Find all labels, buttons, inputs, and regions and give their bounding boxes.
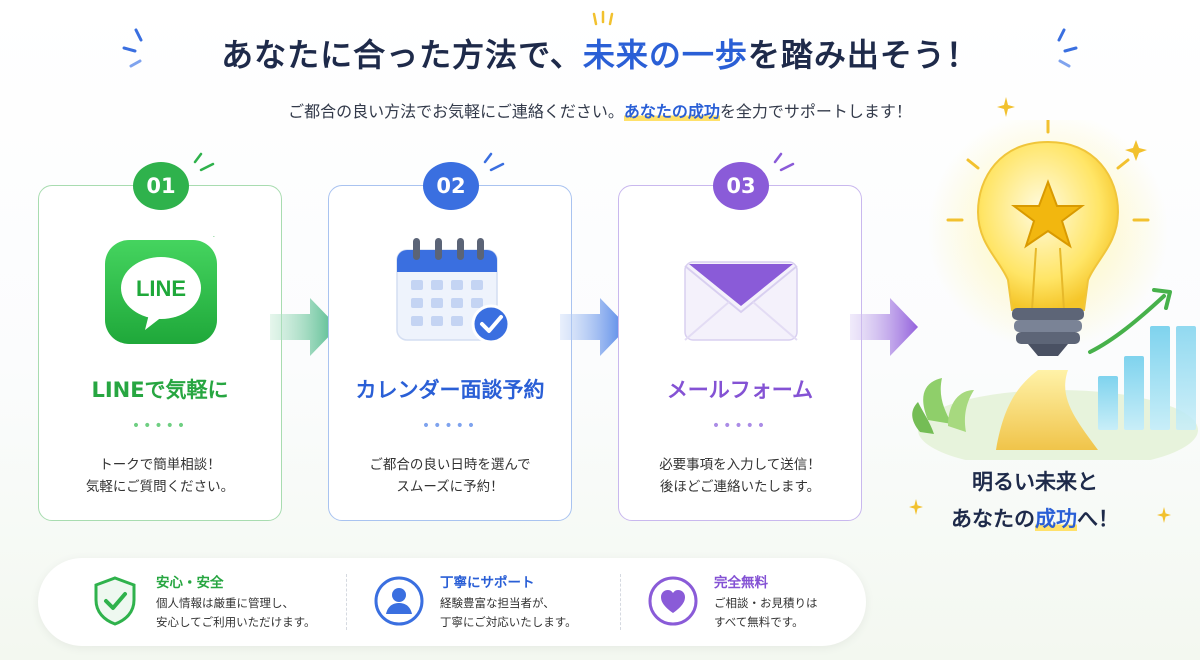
shield-check-icon <box>94 576 136 626</box>
desc-line: ご都合の良い日時を選んで <box>369 457 531 473</box>
step-number-badge: 01 <box>133 162 189 210</box>
feature-description: ご相談・お見積りは すべて無料です。 <box>714 594 818 632</box>
subtitle-text: ご都合の良い方法でお気軽にご連絡ください。 <box>288 102 624 121</box>
sparkle-icon <box>909 499 923 515</box>
step-description: 必要事項を入力して送信！ 後ほどご連絡いたします。 <box>619 454 861 498</box>
sparkle-icon <box>997 97 1015 117</box>
divider <box>620 574 621 630</box>
line-chat-icon[interactable]: LINE <box>101 236 221 348</box>
subtitle-text-end: を全力でサポートします！ <box>719 102 912 121</box>
heart-icon <box>648 576 698 626</box>
goal-highlight: 成功 <box>1035 507 1077 531</box>
sparkle-lines-icon <box>483 152 505 172</box>
feature-title: 完全無料 <box>714 575 768 591</box>
step-description: トークで簡単相談！ 気軽にご質問ください。 <box>39 454 281 498</box>
title-text: あなたに合った方法で、 <box>221 36 583 74</box>
step-title: メールフォーム <box>666 378 814 402</box>
goal-text-end: へ！ <box>1077 507 1119 531</box>
step-title: LINEで気軽に <box>91 378 229 402</box>
desc-line: 経験豊富な担当者が、 <box>440 596 555 610</box>
title-highlight: 未来の一歩 <box>582 36 748 74</box>
step-card-line[interactable]: 01 LINE LINEで気軽に ••••• トークで簡単相談！ 気軽にご質問く… <box>38 152 282 521</box>
feature-title: 安心・安全 <box>156 575 224 591</box>
step-description: ご都合の良い日時を選んで スムーズに予約！ <box>329 454 571 498</box>
desc-line: 丁寧にご対応いたします。 <box>440 615 577 629</box>
step-title: カレンダー面談予約 <box>355 378 545 402</box>
assurance-bar: 安心・安全 個人情報は厳重に管理し、 安心してご利用いただけます。 丁寧にサポー… <box>38 558 866 646</box>
page-subtitle: ご都合の良い方法でお気軽にご連絡ください。あなたの成功を全力でサポートします！ <box>0 98 1200 122</box>
desc-line: ご相談・お見積りは <box>714 596 818 610</box>
desc-line: 安心してご利用いただけます。 <box>156 615 316 629</box>
goal-text: あなたの <box>951 507 1035 531</box>
goal-line: あなたの成功へ！ <box>930 501 1140 538</box>
person-icon <box>374 576 424 626</box>
sparkle-lines-icon <box>193 152 215 172</box>
desc-line: 気軽にご質問ください。 <box>85 479 235 495</box>
goal-line: 明るい未来と <box>972 470 1098 494</box>
title-text-end: を踏み出そう！ <box>747 36 979 74</box>
desc-line: 個人情報は厳重に管理し、 <box>156 596 294 610</box>
sparkle-icon <box>1157 507 1171 523</box>
desc-line: 必要事項を入力して送信！ <box>659 457 821 473</box>
flow-arrow-icon <box>270 298 338 356</box>
subtitle-highlight: あなたの成功 <box>623 102 720 121</box>
sparkle-lines-icon <box>773 152 795 172</box>
line-logo-text: LINE <box>136 276 186 301</box>
flow-arrow-icon <box>560 298 628 356</box>
feature-description: 経験豊富な担当者が、 丁寧にご対応いたします。 <box>440 594 577 632</box>
sparkle-icon <box>592 10 614 26</box>
sparkle-lines-icon <box>122 28 143 68</box>
step-number-badge: 02 <box>423 162 479 210</box>
lightbulb-star-icon <box>912 120 1198 460</box>
step-card-calendar[interactable]: 02 カレンダー面談予約 ••••• ご都合の良い日時を選んで スムーズに予約！ <box>328 152 572 521</box>
calendar-check-icon[interactable] <box>391 236 511 348</box>
feature-title: 丁寧にサポート <box>440 575 535 591</box>
step-card-mail-form[interactable]: 03 メールフォーム ••••• 必要事項を入力して送信！ 後ほどご連絡いたしま… <box>618 152 862 521</box>
page-title: あなたに合った方法で、未来の一歩を踏み出そう！ <box>0 30 1200 76</box>
envelope-icon[interactable] <box>681 236 801 348</box>
desc-line: 後ほどご連絡いたします。 <box>659 479 821 495</box>
divider-dots: ••••• <box>711 418 769 434</box>
desc-line: トークで簡単相談！ <box>99 457 221 473</box>
sparkle-lines-icon <box>1057 28 1078 68</box>
feature-description: 個人情報は厳重に管理し、 安心してご利用いただけます。 <box>156 594 316 632</box>
desc-line: すべて無料です。 <box>714 615 804 629</box>
divider-dots: ••••• <box>131 418 189 434</box>
divider-dots: ••••• <box>421 418 479 434</box>
desc-line: スムーズに予約！ <box>396 479 504 495</box>
divider <box>346 574 347 630</box>
goal-message: 明るい未来と あなたの成功へ！ <box>930 464 1140 538</box>
flow-arrow-icon <box>850 298 918 356</box>
step-number-badge: 03 <box>713 162 769 210</box>
